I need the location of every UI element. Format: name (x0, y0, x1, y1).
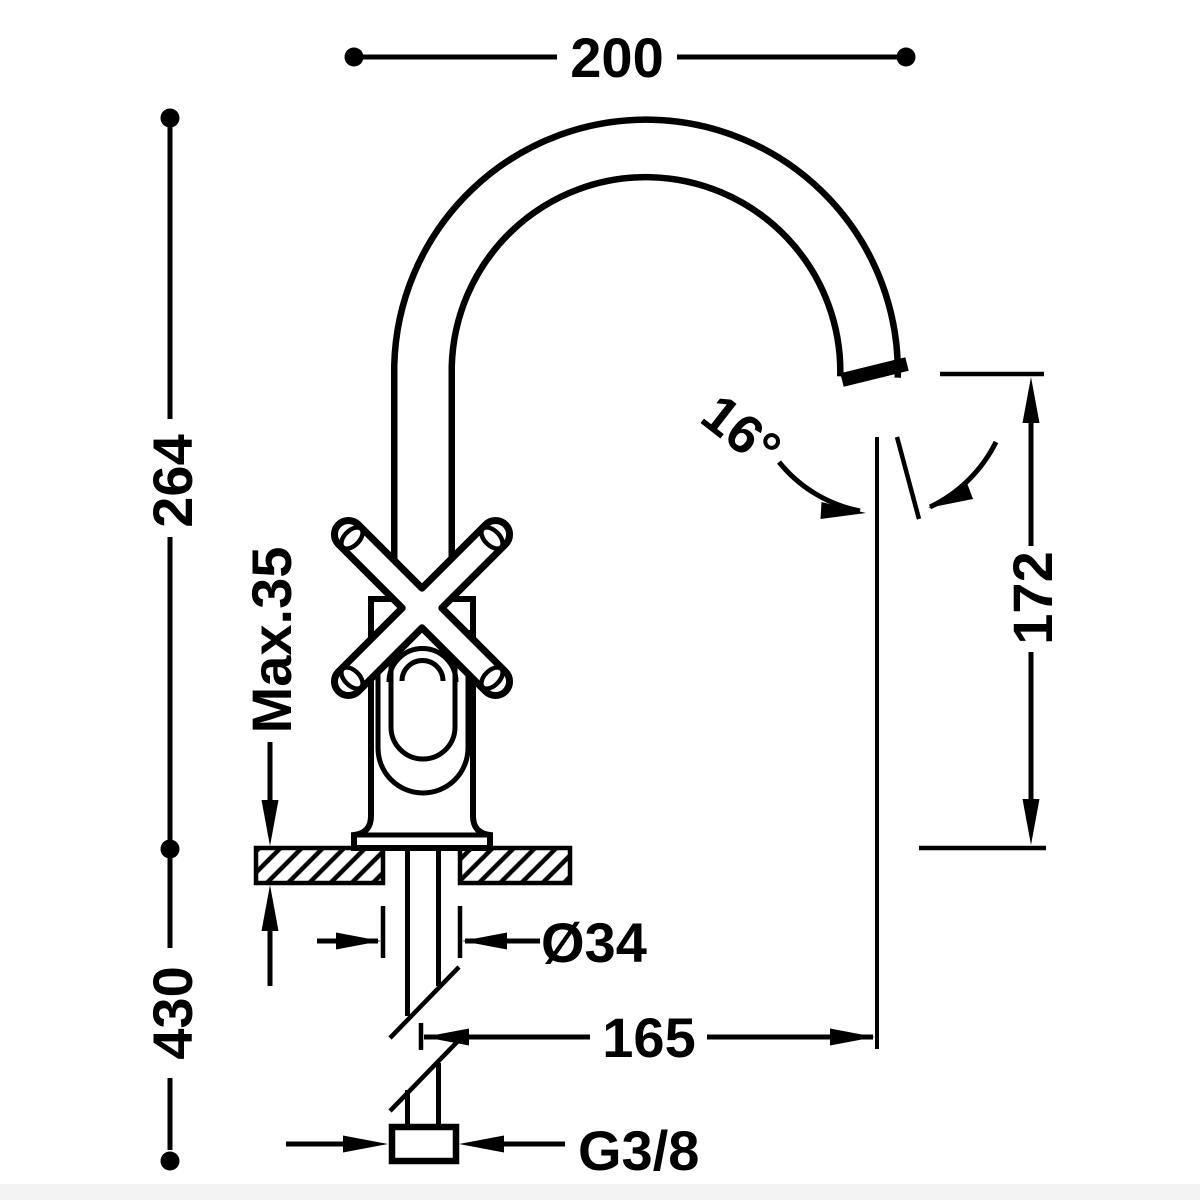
inlet-fitting (388, 1123, 460, 1165)
arrowhead-right (343, 1135, 388, 1153)
handle-cap-left (339, 525, 365, 551)
angle-reference-line (894, 436, 922, 520)
arrowhead-right (830, 1028, 875, 1046)
dim-spout-reach: 165 (418, 1006, 875, 1069)
arrowhead-left (459, 1135, 504, 1153)
break-line-upper (388, 965, 461, 1040)
dim-430-label: 430 (141, 966, 204, 1059)
spout-pipe-body (397, 122, 895, 628)
body-inner-sleeve (388, 630, 458, 762)
countertop-section (253, 845, 573, 886)
arrowhead-down (1022, 799, 1040, 845)
dim-outlet-height: 172 (919, 371, 1064, 851)
dim-dot (160, 839, 180, 859)
dim-inlet-thread: G3/8 (286, 1119, 699, 1182)
arrowhead-up (261, 885, 279, 931)
dim-spout-width: 200 (344, 26, 916, 89)
footer-strip (0, 1184, 1200, 1200)
dim-dot (896, 47, 916, 67)
dim-dot (160, 1151, 180, 1171)
countertop-left-block (253, 845, 386, 886)
spout (391, 116, 909, 628)
supply-shank (388, 848, 461, 1165)
handle-cap-top (479, 525, 505, 551)
dim-deck-thickness: Max.35 (240, 547, 303, 986)
spout-aerator-face (840, 357, 909, 387)
arrowhead-up (1022, 377, 1040, 423)
dim-200-label: 200 (570, 26, 663, 89)
dim-dot (160, 108, 180, 128)
dim-172-label: 172 (1001, 551, 1064, 644)
angle-arc-left (777, 460, 861, 514)
countertop-right-block (457, 845, 573, 886)
dim-dot (344, 47, 364, 67)
dim-d34-label: Ø34 (541, 911, 647, 974)
handle-cap-bottom (339, 665, 365, 691)
joint-arc-outer (386, 646, 459, 683)
dim-165-label: 165 (602, 1006, 695, 1069)
cross-handle-outline (330, 516, 514, 700)
arrowhead-right (336, 932, 381, 950)
dim-g38-label: G3/8 (578, 1119, 699, 1182)
arrowhead-arc-right (928, 483, 973, 508)
cross-handle (330, 516, 514, 700)
handle-cap-right (479, 665, 505, 691)
joint-arc-inner (399, 658, 446, 682)
dim-heights-left: 264 430 (141, 108, 204, 1171)
dim-hole-diameter: Ø34 (317, 906, 647, 974)
dim-264-label: 264 (141, 434, 204, 527)
break-line-lower (388, 1038, 461, 1113)
arrowhead-arc-left (820, 502, 866, 519)
arrowhead-down (261, 800, 279, 846)
dim-max35-label: Max.35 (240, 547, 303, 734)
